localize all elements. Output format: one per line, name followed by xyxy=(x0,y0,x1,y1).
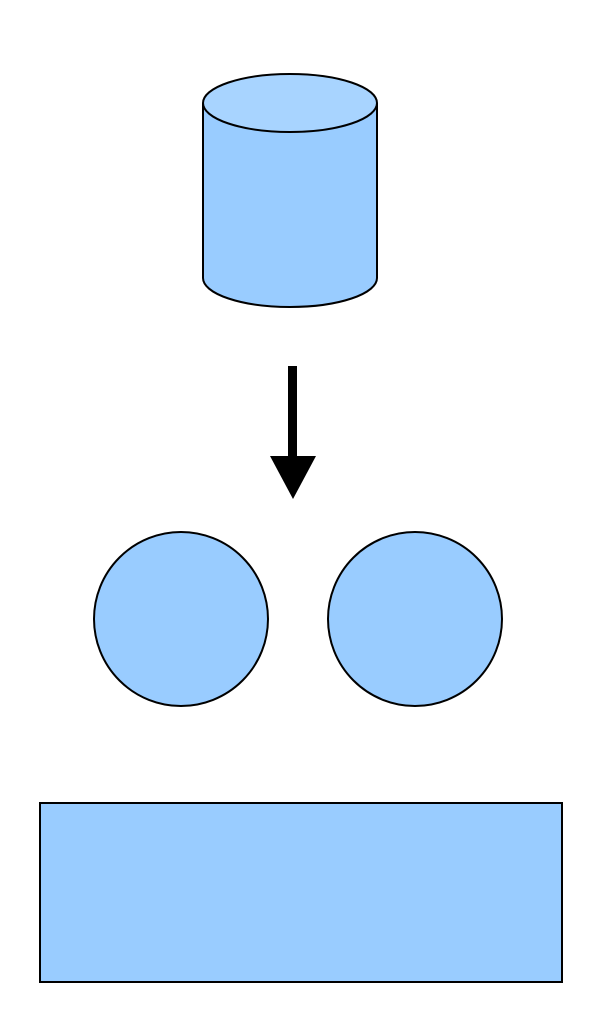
right-circle xyxy=(327,531,503,707)
down-arrow xyxy=(270,366,316,499)
cylinder-body xyxy=(202,103,378,308)
arrow-head xyxy=(270,456,316,499)
arrow-shaft xyxy=(288,366,297,458)
bottom-rectangle xyxy=(39,802,563,983)
database-cylinder xyxy=(202,73,378,308)
left-circle xyxy=(93,531,269,707)
cylinder-top xyxy=(202,73,378,133)
